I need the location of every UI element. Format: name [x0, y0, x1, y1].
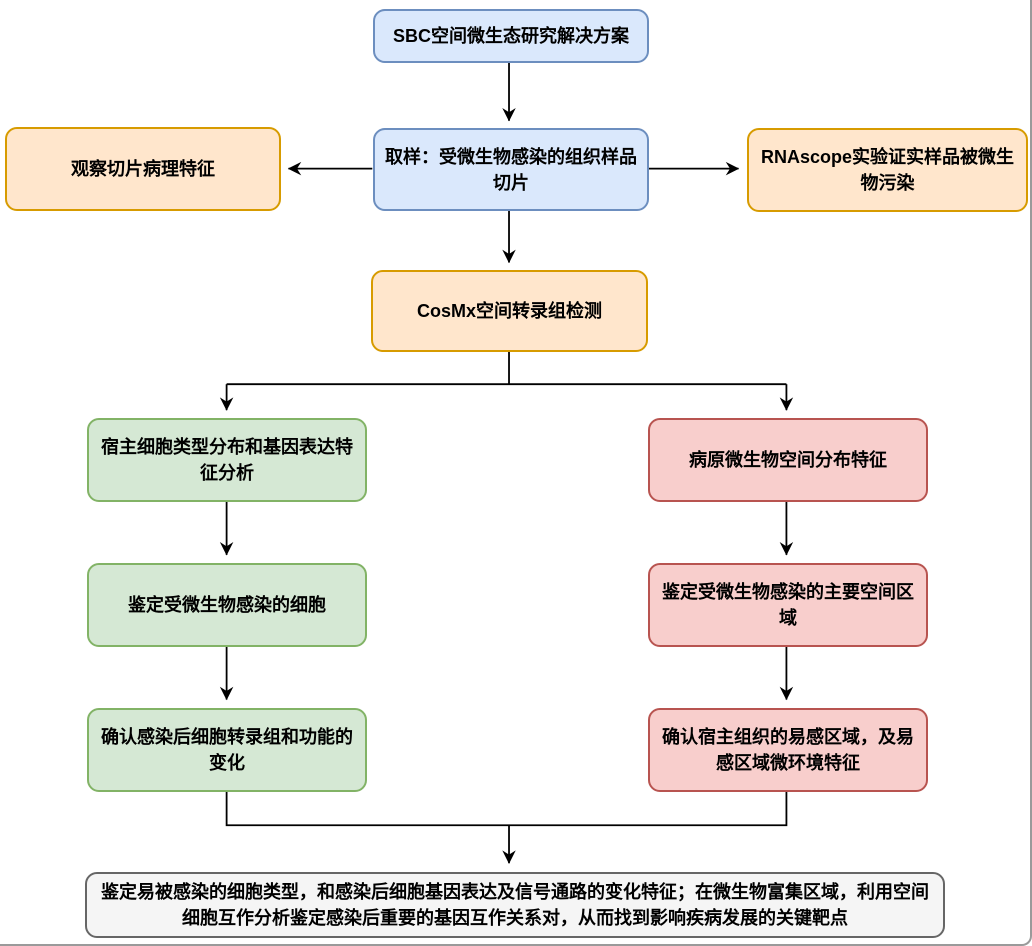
- node-microbe-susceptible: 确认宿主组织的易感区域，及易感区域微环境特征: [648, 708, 928, 792]
- node-host-celltype: 宿主细胞类型分布和基因表达特征分析: [87, 418, 367, 502]
- node-host-transcriptome-change: 确认感染后细胞转录组和功能的变化: [87, 708, 367, 792]
- node-root: SBC空间微生态研究解决方案: [373, 9, 649, 63]
- connector-merge: [225, 790, 788, 827]
- node-microbe-regions: 鉴定受微生物感染的主要空间区域: [648, 563, 928, 647]
- connector-branch-trunk: [226, 351, 787, 386]
- node-rnascope: RNAscope实验证实样品被微生物污染: [747, 128, 1028, 212]
- node-pathology: 观察切片病理特征: [5, 127, 281, 211]
- node-sampling: 取样：受微生物感染的组织样品切片: [373, 128, 649, 211]
- node-host-infected-cells: 鉴定受微生物感染的细胞: [87, 563, 367, 647]
- node-microbe-distribution: 病原微生物空间分布特征: [648, 418, 928, 502]
- node-cosmx: CosMx空间转录组检测: [371, 270, 648, 352]
- node-conclusion: 鉴定易被感染的细胞类型，和感染后细胞基因表达及信号通路的变化特征；在微生物富集区…: [85, 872, 945, 938]
